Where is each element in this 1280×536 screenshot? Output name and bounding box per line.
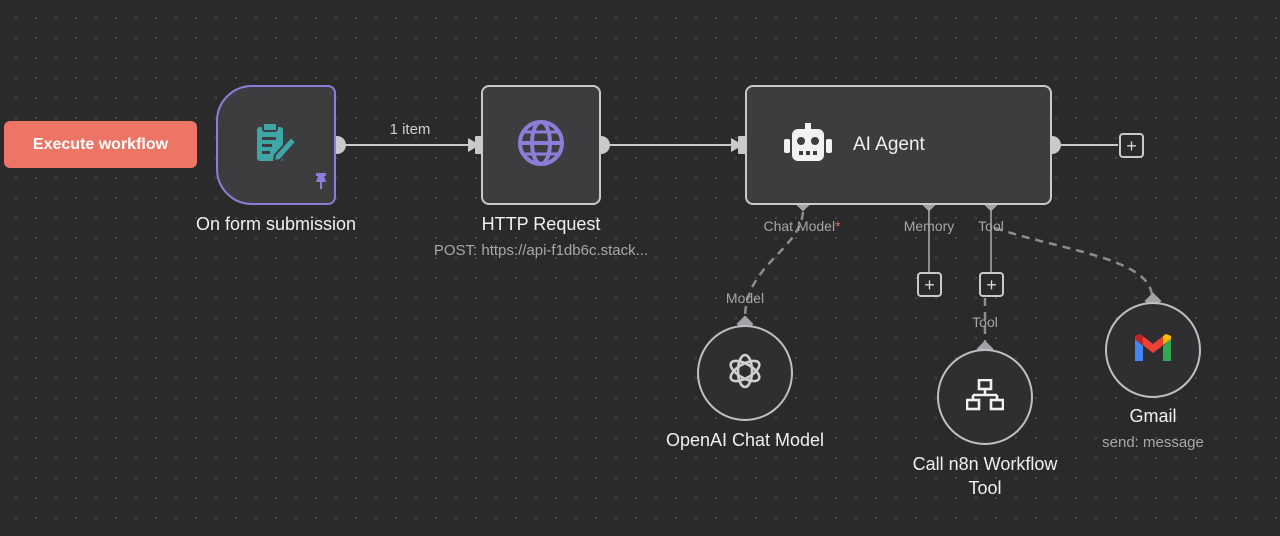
pin-icon[interactable] [314,172,328,195]
port-label-memory: Memory [903,218,955,234]
port-label-chat-model: Chat Model* [763,218,841,234]
port-label-tool: Tool [978,218,1004,234]
node-title: On form submission [195,214,357,234]
sitemap-icon [965,378,1005,416]
node-subtitle: send: message [1102,434,1204,451]
node-title: AI Agent [853,134,925,155]
node-on-form-submission[interactable] [216,85,336,205]
port-label-model-input: Model [725,290,765,306]
node-ai-agent[interactable]: AI Agent [745,85,1052,205]
connection-agent-to-openai[interactable] [743,211,805,319]
node-title: Gmail [1129,406,1177,426]
arrow-head-icon [731,138,743,152]
node-gmail[interactable] [1105,302,1201,398]
node-http-request[interactable] [481,85,601,205]
globe-icon [516,118,566,173]
openai-icon [725,351,765,396]
execute-workflow-button[interactable]: Execute workflow [4,121,197,168]
node-openai-chat-model[interactable] [697,325,793,421]
arrow-head-icon [468,138,480,152]
add-tool-button[interactable]: + [979,272,1004,297]
connection-agent-to-gmail[interactable] [994,226,1154,297]
agent-input-handle[interactable] [738,136,746,154]
gmail-icon [1133,333,1173,368]
node-subtitle: POST: https://api-f1db6c.stack... [433,242,649,259]
node-title: HTTP Request [481,214,601,234]
node-title-line2: Tool [968,478,1002,498]
connection-item-count: 1 item [389,121,431,138]
node-title-line1: Call n8n Workflow [912,454,1058,474]
node-call-n8n-workflow-tool[interactable] [937,349,1033,445]
add-memory-button[interactable]: + [917,272,942,297]
add-node-button[interactable]: + [1119,133,1144,158]
node-title: OpenAI Chat Model [665,430,825,450]
port-label-tool-input: Tool [972,314,998,330]
form-icon [253,121,299,170]
robot-icon [783,122,833,168]
